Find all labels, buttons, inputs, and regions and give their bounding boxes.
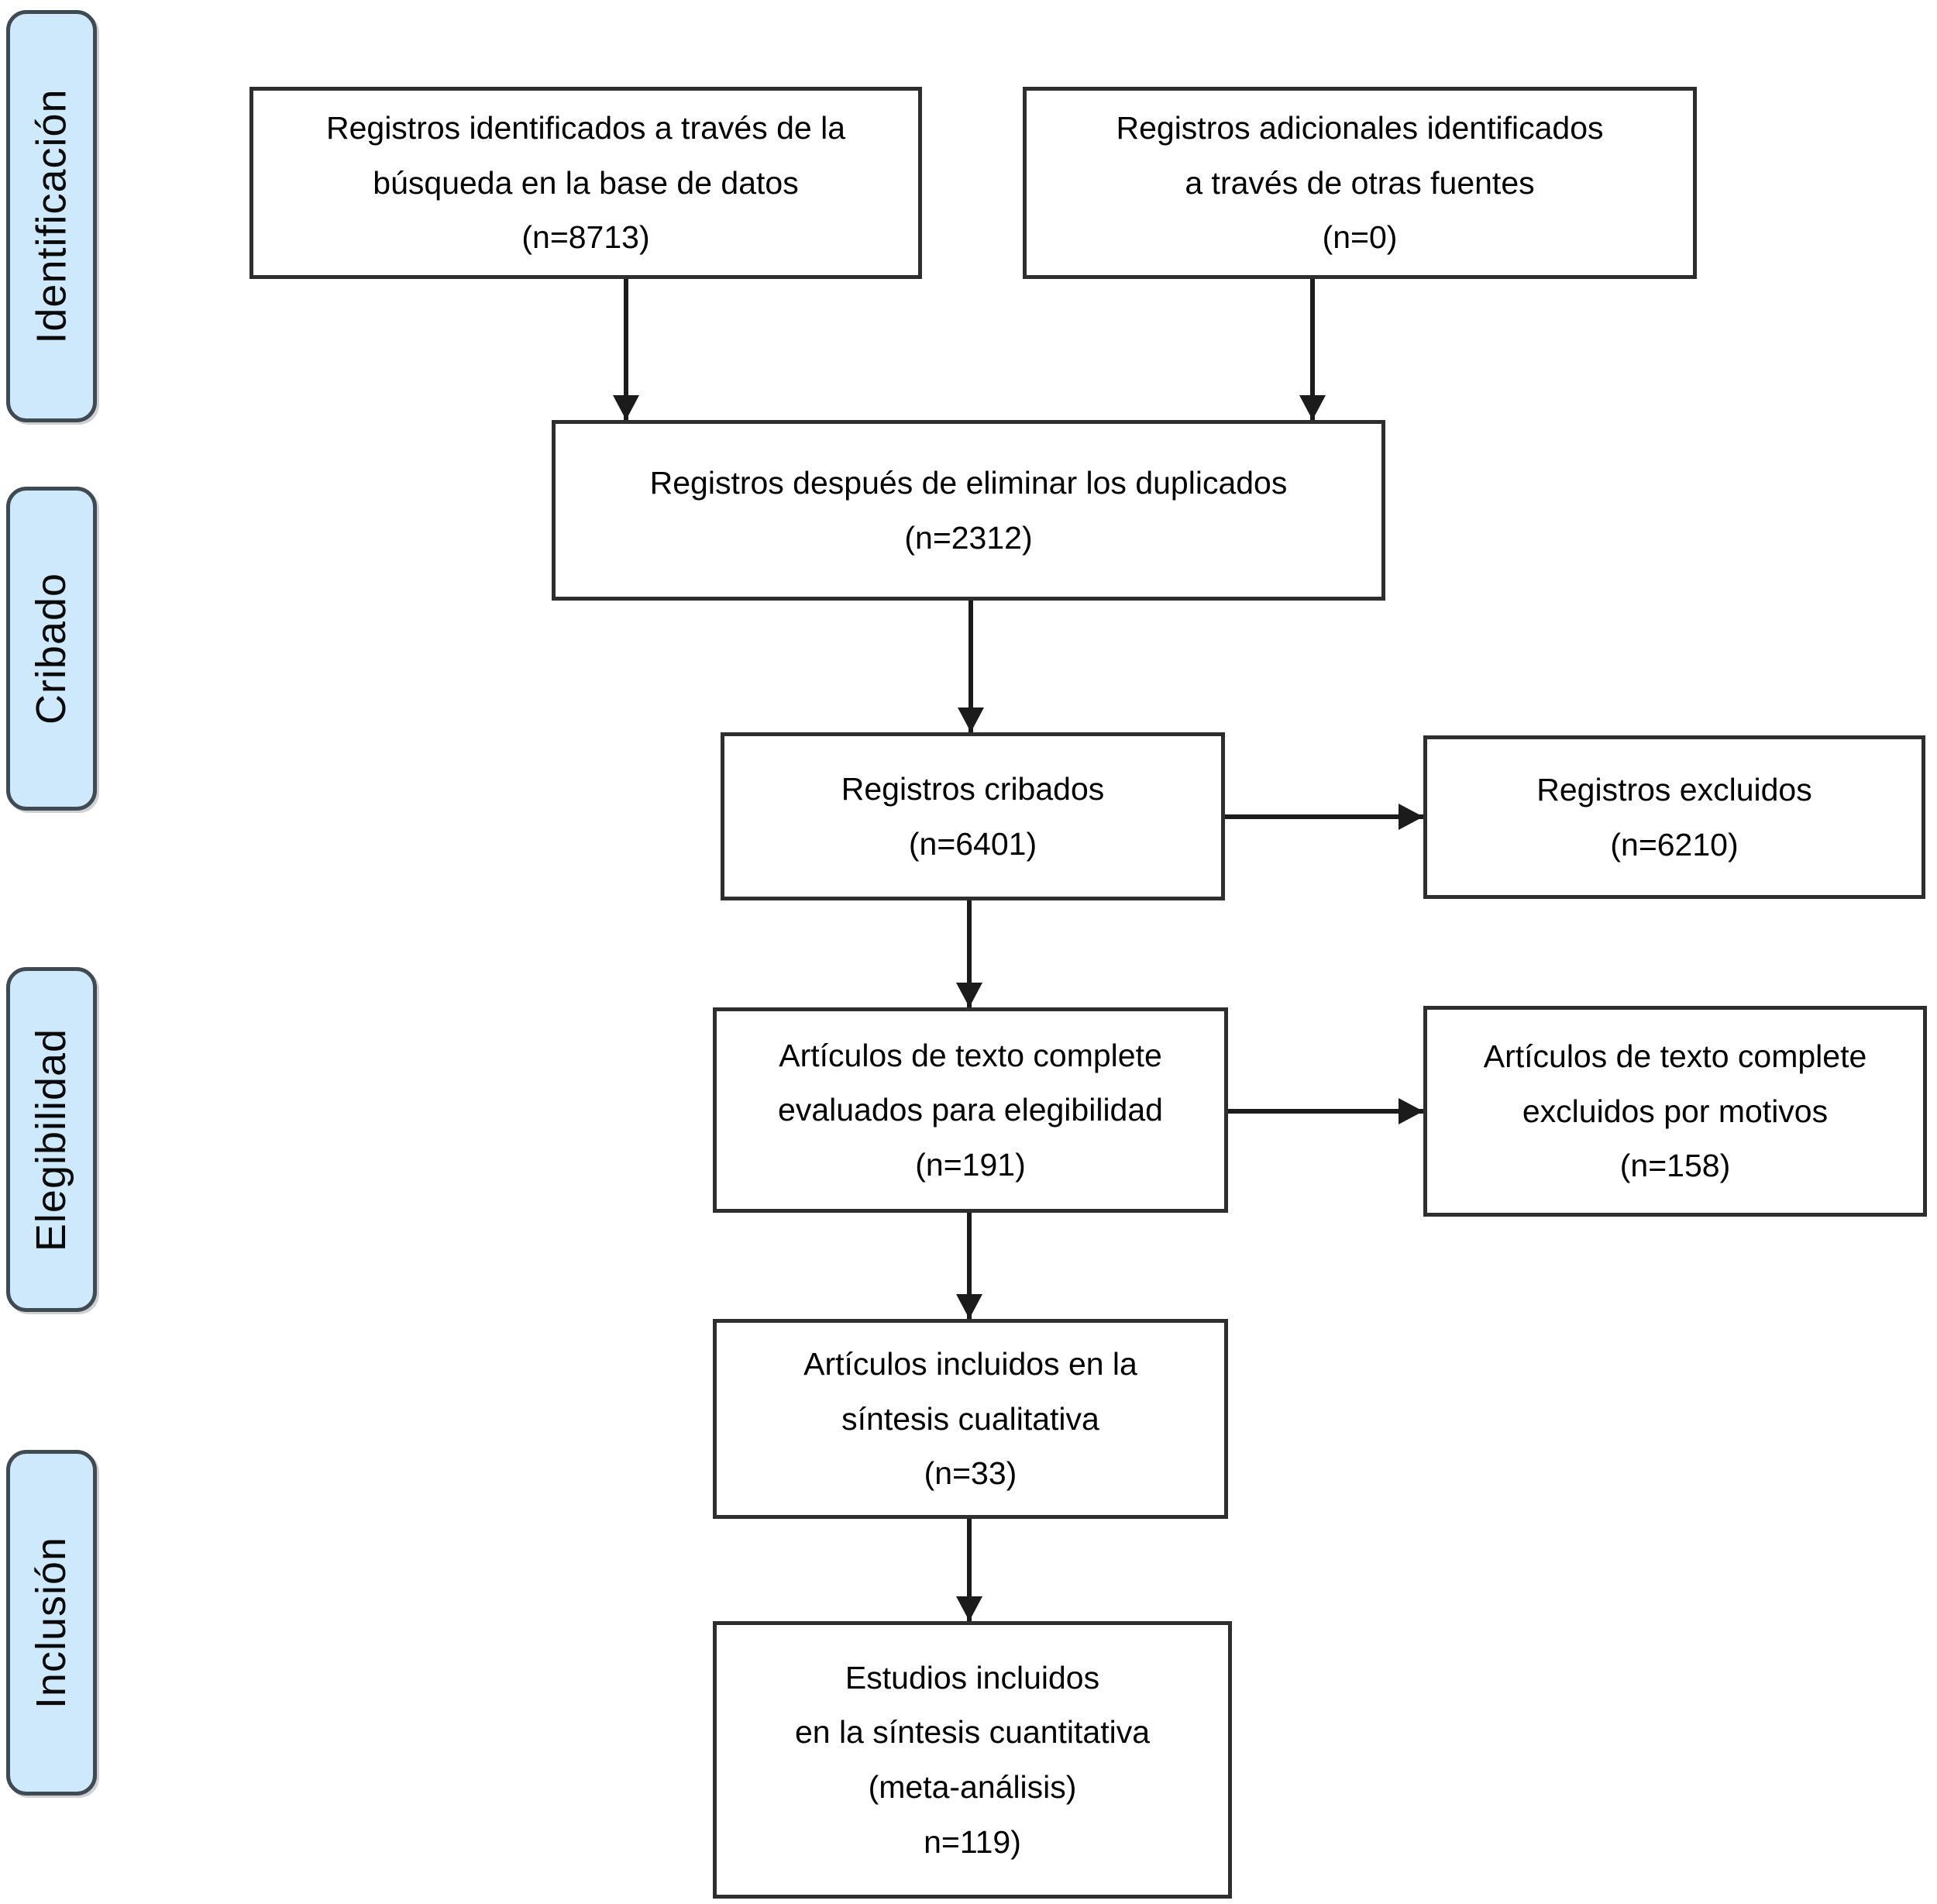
arrow-line: [1310, 279, 1315, 420]
node-count: (n=6210): [1610, 826, 1739, 862]
node-text-line: a través de otras fuentes: [1185, 164, 1535, 201]
arrow-line: [967, 900, 972, 1007]
node-text-line: excluidos por motivos: [1522, 1093, 1829, 1129]
node-qualitative-synthesis: Artículos incluidos en la síntesis cuali…: [713, 1319, 1228, 1519]
arrow-line: [1228, 1109, 1423, 1114]
stage-identificacion: Identificación: [6, 10, 97, 422]
arrow-head-down-icon: [956, 1294, 982, 1319]
stage-inclusion: Inclusión: [6, 1450, 97, 1796]
node-count: n=119): [924, 1823, 1021, 1860]
node-text-line: Registros excluidos: [1536, 771, 1812, 807]
stage-cribado: Cribado: [6, 487, 97, 811]
arrow-line: [968, 601, 973, 732]
node-text-line: Estudios incluidos: [845, 1659, 1100, 1696]
node-records-identified-database: Registros identificados a través de la b…: [249, 87, 922, 279]
node-text-line: síntesis cualitativa: [841, 1400, 1099, 1437]
arrow-head-right-icon: [1399, 1098, 1423, 1124]
node-records-screened: Registros cribados (n=6401): [721, 732, 1225, 900]
arrow-line: [967, 1213, 972, 1319]
node-text-line: Artículos de texto complete: [779, 1037, 1162, 1073]
node-text-line: Artículos de texto complete: [1483, 1038, 1867, 1075]
arrow-head-right-icon: [1399, 804, 1423, 830]
node-text-line: búsqueda en la base de datos: [373, 164, 799, 201]
node-records-excluded: Registros excluidos (n=6210): [1423, 735, 1925, 899]
stage-elegibilidad-label: Elegibilidad: [28, 1028, 75, 1252]
arrow-line: [967, 1519, 972, 1621]
arrow-line: [624, 279, 628, 420]
node-fulltext-excluded: Artículos de texto complete excluidos po…: [1423, 1006, 1927, 1217]
arrow-head-down-icon: [956, 983, 982, 1007]
node-text-line: Registros cribados: [841, 770, 1105, 807]
node-count: (n=33): [924, 1455, 1017, 1492]
stage-identificacion-label: Identificación: [28, 88, 75, 344]
node-text-line: (meta-análisis): [868, 1769, 1077, 1805]
stage-inclusion-label: Inclusión: [28, 1536, 75, 1709]
node-text-line: Registros identificados a través de la: [325, 110, 845, 146]
arrow-head-down-icon: [1299, 395, 1326, 420]
arrow-head-down-icon: [613, 395, 639, 420]
node-count: (n=158): [1619, 1148, 1731, 1184]
node-fulltext-assessed: Artículos de texto complete evaluados pa…: [713, 1007, 1228, 1213]
node-text-line: Registros adicionales identificados: [1116, 110, 1604, 146]
stage-cribado-label: Cribado: [28, 572, 75, 725]
node-count: (n=0): [1322, 219, 1398, 256]
node-text-line: evaluados para elegibilidad: [778, 1092, 1163, 1128]
node-quantitative-synthesis: Estudios incluidos en la síntesis cuanti…: [713, 1621, 1232, 1899]
node-records-other-sources: Registros adicionales identificados a tr…: [1023, 87, 1697, 279]
stage-elegibilidad: Elegibilidad: [6, 967, 97, 1312]
node-records-after-duplicates: Registros después de eliminar los duplic…: [552, 420, 1385, 601]
node-text-line: Registros después de eliminar los duplic…: [649, 464, 1288, 501]
node-text-line: Artículos incluidos en la: [803, 1346, 1137, 1382]
arrow-head-down-icon: [956, 1596, 982, 1621]
arrow-head-down-icon: [958, 708, 984, 732]
node-count: (n=2312): [904, 519, 1033, 556]
node-count: (n=6401): [908, 825, 1037, 862]
node-count: (n=8713): [521, 219, 650, 256]
arrow-line: [1225, 814, 1423, 819]
node-text-line: en la síntesis cuantitativa: [794, 1714, 1151, 1751]
node-count: (n=191): [915, 1146, 1026, 1183]
